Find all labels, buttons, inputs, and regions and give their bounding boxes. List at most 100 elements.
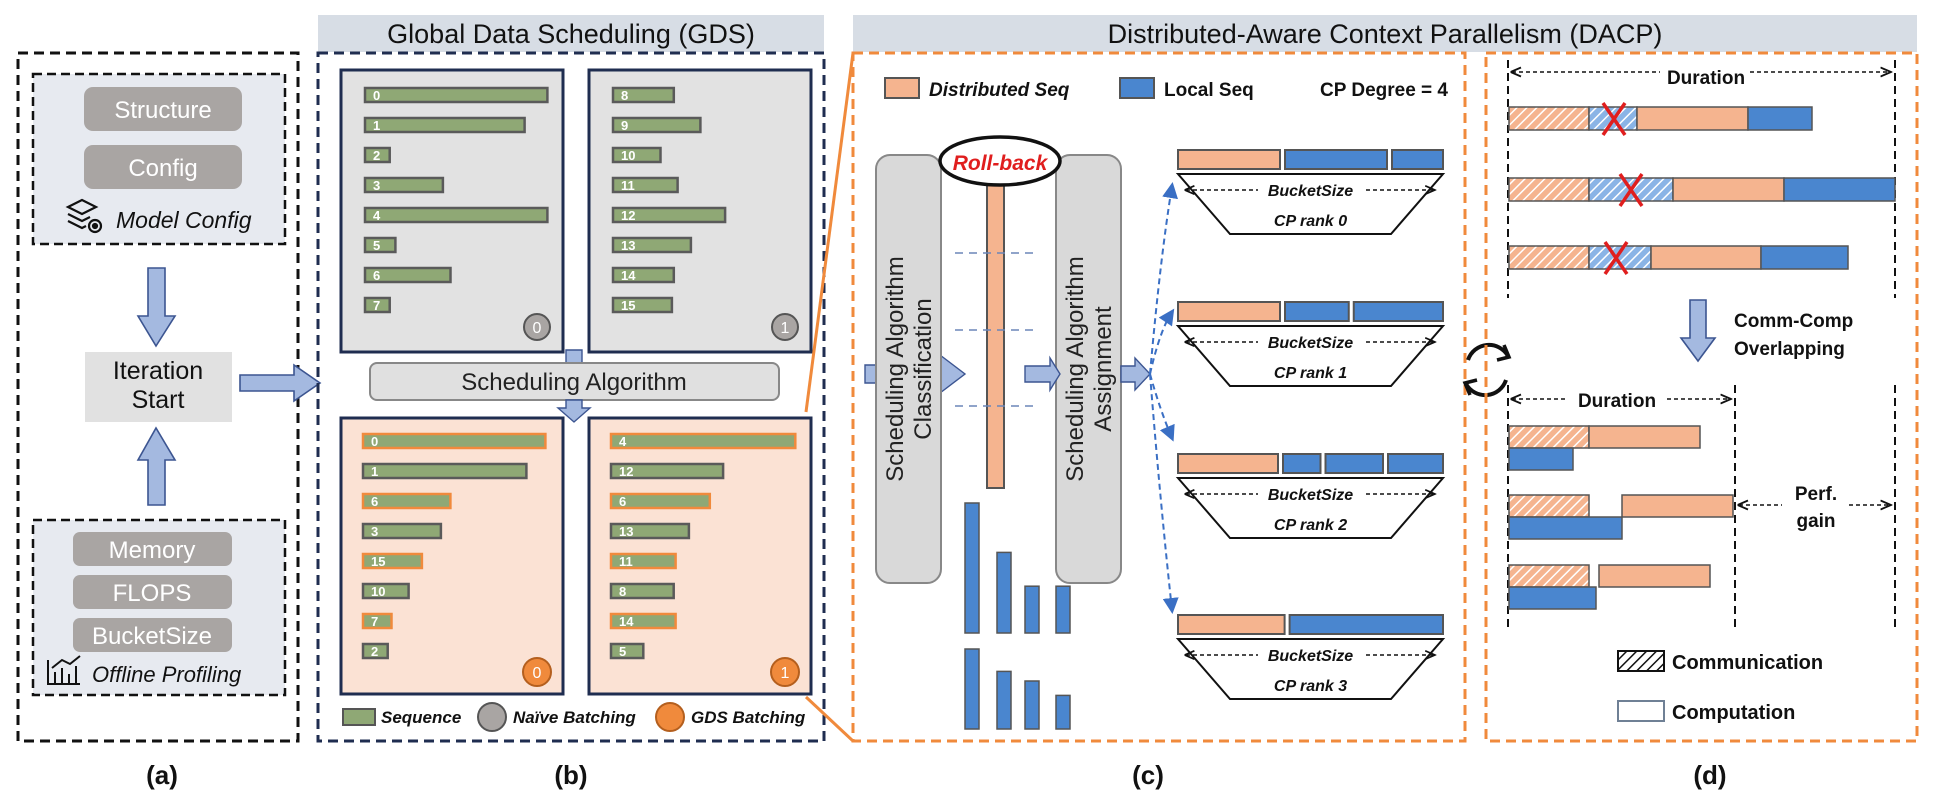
distributed-seq-bar [986, 180, 1005, 489]
arrow-up-a [136, 426, 177, 506]
gds-batch-1-seq-3-label: 13 [619, 524, 633, 539]
naive-batch-0-seq-2 [363, 146, 391, 164]
legend-sequence-swatch [342, 708, 376, 726]
cp-rank-2-bucket-label: BucketSize [1268, 487, 1353, 504]
panel-a: Structure Config Model Config Iteration … [16, 51, 322, 743]
classification-label-1: Scheduling Algorithm [882, 256, 909, 481]
gds-badge-0-label: 0 [533, 665, 542, 682]
naive-batch-0-seq-3-label: 3 [373, 178, 380, 193]
gds-badge-0 [522, 657, 552, 687]
duration-bottom-label: Duration [1578, 391, 1656, 412]
perf-gain-label-2: gain [1796, 511, 1835, 532]
gds-header-bg [318, 15, 824, 52]
naive-badge-0-label: 0 [533, 320, 542, 337]
gds-batch-0-seq-4 [361, 552, 424, 570]
d2-comp-local [1783, 177, 1896, 202]
cross-mark-2b [1618, 173, 1644, 207]
cp-rank-1-bucket [1175, 325, 1446, 387]
cp-rank-0-bucket-label: BucketSize [1268, 183, 1353, 200]
cp-degree-label: CP Degree = 4 [1320, 80, 1448, 101]
naive-batch-1-seq-7 [611, 296, 674, 314]
duration-top-label: Duration [1667, 68, 1745, 89]
gds-batch-1-seq-7 [609, 642, 645, 660]
structure-label: Structure [114, 97, 211, 124]
naive-batch-1-seq-6 [611, 266, 676, 284]
iteration-start-box [85, 352, 232, 422]
gds-batch-1-seq-1-label: 12 [619, 464, 633, 479]
memory-label: Memory [109, 537, 196, 564]
dacp-header-bg [853, 15, 1917, 52]
cp-rank-3-label: CP rank 3 [1274, 678, 1347, 695]
gds-badge-1 [770, 657, 800, 687]
cp-rank-2-segment-0 [1177, 453, 1279, 474]
cp-rank-2-bucket [1175, 477, 1446, 539]
gds-batch-1-seq-7-label: 5 [619, 644, 626, 659]
gds-batch-0-seq-2 [361, 492, 452, 510]
gds-header: Global Data Scheduling (GDS) [387, 19, 755, 49]
arrow-right-a [239, 363, 322, 403]
cp-rank-3-segment-1 [1288, 614, 1444, 635]
cp-rank-0-label: CP rank 0 [1274, 213, 1347, 230]
e3-comm [1508, 564, 1590, 588]
d3-comp-local [1760, 245, 1849, 270]
cross-mark-3b [1603, 241, 1629, 275]
classification-label-2: Classification [910, 298, 937, 439]
gds-batch-0-seq-1 [361, 462, 528, 480]
panel-b-border [316, 51, 826, 743]
gds-batch-0-seq-0 [361, 432, 547, 450]
gds-batch-0-seq-5-label: 10 [371, 584, 385, 599]
e3-local [1508, 586, 1597, 610]
cp-rank-3-bucket [1175, 638, 1446, 700]
naive-batch-1-seq-1-label: 9 [621, 118, 628, 133]
arrow-out-assignment [1120, 356, 1151, 392]
gds-batch-1-seq-4-label: 11 [619, 554, 633, 569]
panel-label-a: (a) [146, 760, 178, 790]
legend-local-label: Local Seq [1164, 80, 1254, 101]
d1-comp-local [1747, 106, 1813, 131]
d2-comm [1508, 177, 1590, 202]
naive-badge-1 [771, 313, 799, 341]
local-seq-bars [964, 502, 1071, 730]
config-chip [84, 145, 242, 189]
gds-batch-0-seq-6-label: 7 [371, 614, 378, 629]
overlap-label-1: Comm-Comp [1734, 311, 1853, 332]
e1-comp [1588, 425, 1701, 449]
cross-marks [1601, 102, 1644, 275]
cp-rank-0-bucket [1175, 173, 1446, 235]
gds-batch-0-seq-2-label: 6 [371, 494, 378, 509]
d1-comm [1508, 106, 1590, 131]
legend-computation-swatch [1617, 700, 1665, 722]
panel-label-c: (c) [1132, 760, 1164, 790]
naive-batch-0-seq-4-label: 4 [373, 208, 381, 223]
gds-batch-0-seq-3-label: 3 [371, 524, 378, 539]
panel-d: Duration Comm-Comp Overlapping [1484, 51, 1919, 743]
local-seq-bar-1-0 [964, 648, 980, 730]
layers-gear-icon [65, 198, 103, 234]
arrow-into-assignment [1024, 355, 1061, 393]
naive-batch-0-seq-5 [363, 236, 397, 254]
arrow-down-d [1679, 299, 1717, 363]
cp-rank-0-segment-2 [1391, 149, 1444, 170]
local-seq-bar-0-2 [1024, 585, 1040, 634]
fan-arrow-3 [1149, 373, 1179, 614]
cp-rank-3-bucket-label: BucketSize [1268, 648, 1353, 665]
panel-b: 0123456789101112131415016315107241261311… [316, 51, 826, 743]
naive-batch-0-seq-0-label: 0 [373, 88, 380, 103]
gds-batch-1-seq-0 [609, 432, 797, 450]
naive-batch-0-seq-1-label: 1 [373, 118, 380, 133]
e3-comp [1598, 564, 1711, 588]
d2-comp [1672, 177, 1785, 202]
cp-rank-2-label: CP rank 2 [1274, 517, 1347, 534]
naive-batch-0-seq-7-label: 7 [373, 298, 380, 313]
classification-box [875, 154, 942, 584]
legend-naive-swatch [477, 702, 507, 732]
local-seq-bar-1-1 [996, 670, 1012, 730]
zoom-line-top [804, 52, 855, 413]
e2-comp [1621, 494, 1734, 518]
structure-chip [84, 87, 242, 131]
bucketsize-chip [73, 618, 232, 652]
naive-batch-1-seq-0 [611, 86, 676, 104]
